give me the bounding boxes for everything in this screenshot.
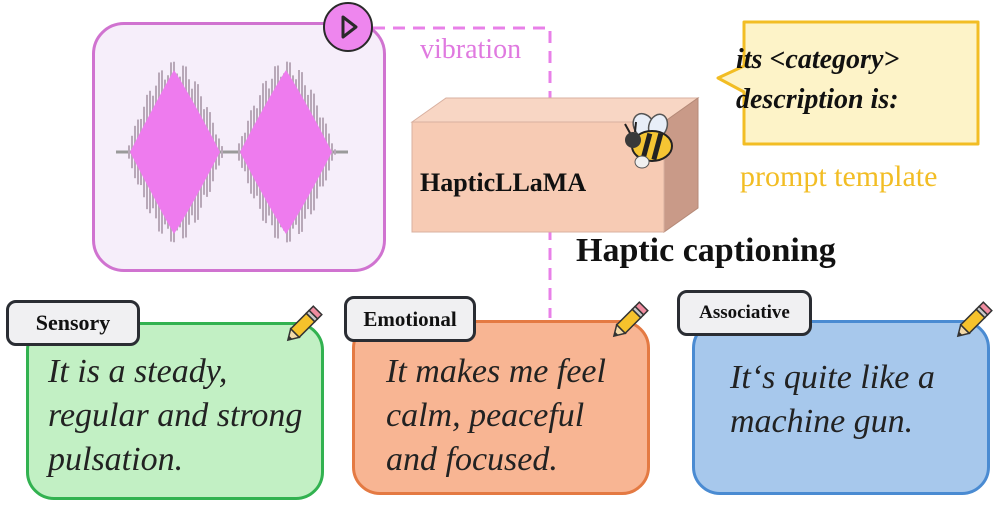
associative-line-2: machine gun. (730, 403, 914, 440)
associative-line-1: It‘s quite like a (730, 359, 935, 396)
pencil-icon (612, 301, 649, 338)
emotional-tag: Emotional (344, 296, 476, 342)
associative-caption-card (692, 320, 990, 495)
play-button[interactable] (323, 2, 373, 52)
associative-caption-text: It‘s quite like a machine gun. (730, 356, 935, 444)
prompt-template-box (716, 20, 980, 146)
prompt-line-1: its <category> (736, 44, 900, 75)
waveform-envelope-1 (130, 70, 220, 234)
sensory-line-3: pulsation. (48, 441, 184, 478)
associative-tag: Associative (677, 290, 812, 336)
vibration-waveform (116, 61, 348, 243)
sensory-tag: Sensory (6, 300, 140, 346)
sensory-caption-card (26, 322, 324, 500)
play-icon (341, 15, 358, 39)
emotional-caption-card (352, 320, 650, 495)
emotional-line-1: It makes me feel (386, 353, 606, 390)
emotional-caption-text: It makes me feel calm, peaceful and focu… (386, 350, 606, 482)
prompt-template-label: prompt template (740, 160, 938, 193)
sensory-caption-text: It is a steady, regular and strong pulsa… (48, 350, 302, 482)
haptic-captioning-title: Haptic captioning (576, 232, 836, 269)
bee-icon (624, 112, 673, 169)
vibration-label: vibration (420, 34, 522, 65)
waveform-envelope-2 (240, 70, 332, 234)
emotional-line-2: calm, peaceful (386, 397, 585, 434)
sensory-line-2: regular and strong (48, 397, 303, 434)
emotional-line-3: and focused. (386, 441, 558, 478)
prompt-template-text: its <category> description is: (736, 40, 968, 120)
pencil-icon (956, 301, 993, 338)
pencil-icon (286, 305, 323, 342)
model-name: HapticLLaMA (420, 168, 587, 197)
hapticllama-model-box (410, 97, 700, 233)
prompt-line-2: description is: (736, 84, 899, 115)
sensory-line-1: It is a steady, (48, 353, 228, 390)
